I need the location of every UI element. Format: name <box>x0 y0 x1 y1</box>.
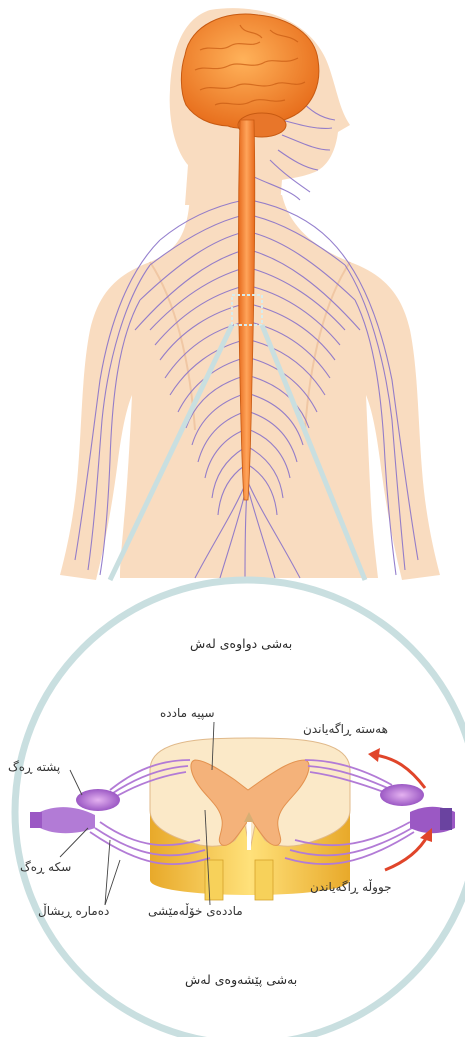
gray-matter-label: ماددەی خۆڵەمێشی <box>148 904 243 918</box>
sensory-message-label: هەستە ڕاگەیاندن <box>303 722 388 736</box>
white-matter-label: سپیە ماددە <box>160 706 215 720</box>
spinal-nerve-label: دەمارە ڕیشاڵ <box>38 904 109 918</box>
dorsal-root-label: پشتە ڕەگ <box>8 760 60 774</box>
ventral-root-label: سکە ڕەگ <box>20 860 71 874</box>
dorsal-root-ganglion-left <box>76 789 120 811</box>
dorsal-root-ganglion-right <box>380 784 424 806</box>
posterior-body-label: بەشی دواوەی لەش <box>190 636 292 651</box>
motor-message-label: جووڵە ڕاگەیاندن <box>310 880 392 894</box>
spinal-cord-cross-section <box>150 738 350 900</box>
anterior-body-label: بەشی پێشەوەی لەش <box>185 972 297 987</box>
